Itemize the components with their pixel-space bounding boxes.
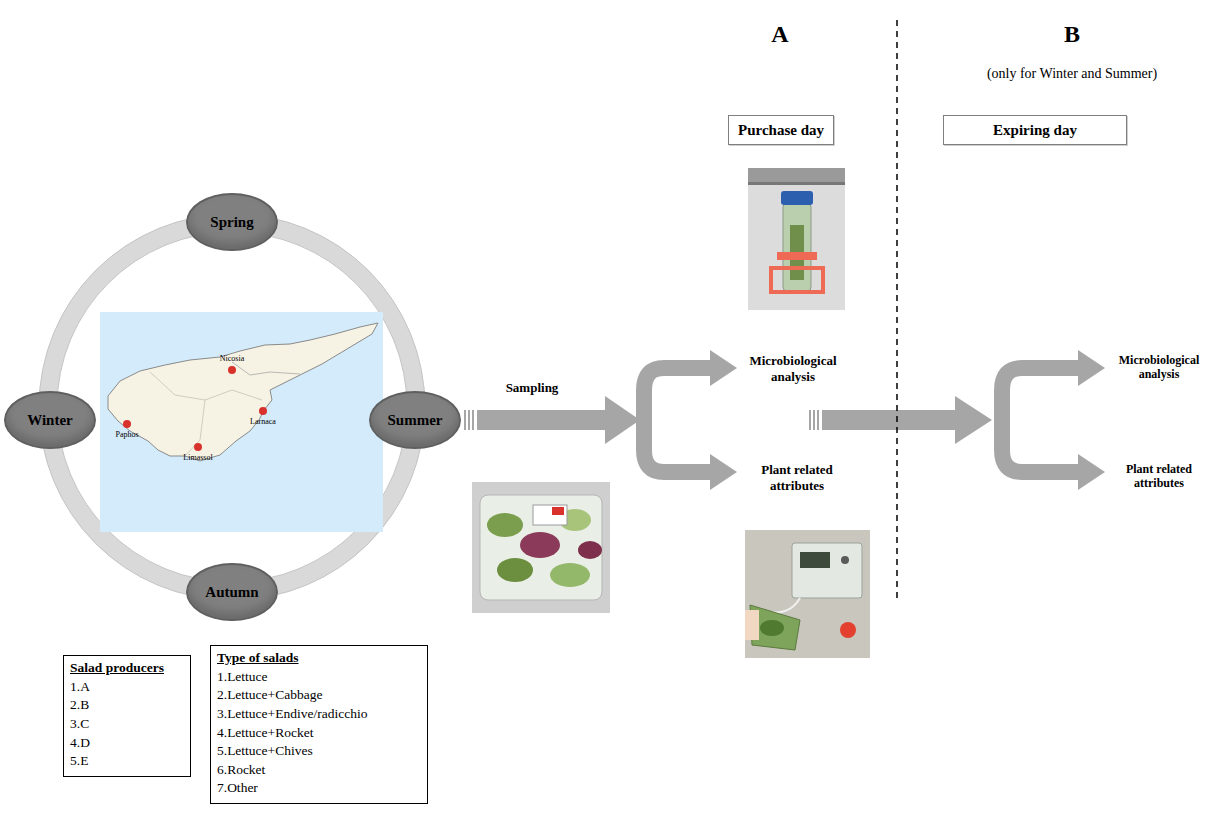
map-sea (100, 312, 383, 532)
arrow-tail (817, 410, 819, 430)
list-item: 5.E (70, 752, 88, 771)
list-item: 2.B (70, 696, 89, 715)
list-item: 2.Lettuce+Cabbage (217, 686, 322, 705)
note: (only for Winter and Summer) (987, 66, 1157, 83)
season-ellipse: Summer (369, 391, 461, 449)
device-photo (745, 530, 870, 658)
list-item: 3.Lettuce+Endive/radicchio (217, 705, 367, 724)
arrow-shaft (822, 410, 957, 430)
city-label: Paphos (115, 430, 138, 440)
list-item: 3.C (70, 715, 89, 734)
ring-edge (57, 232, 407, 582)
arrow-head (1078, 454, 1105, 490)
stage-box: Purchase day (728, 115, 834, 145)
node-label: Salad producers (70, 659, 164, 678)
node-label: Spring (210, 214, 253, 231)
arrow-tail (464, 410, 466, 430)
salad-bag-photo (472, 482, 610, 613)
node-label: Expiring day (993, 122, 1077, 139)
panel-letter: B (1064, 20, 1080, 49)
list-item: 1.A (70, 678, 90, 697)
node-label: Summer (388, 412, 443, 429)
list-item: 4.D (70, 734, 90, 753)
panel-letter: A (771, 20, 788, 49)
cyprus-map (108, 323, 378, 461)
legend-box: Salad producers1.A2.B3.C4.D5.E (63, 655, 191, 777)
map-district-line (185, 400, 205, 456)
city-dot (194, 443, 202, 451)
stage-box: Expiring day (943, 115, 1127, 145)
list-item: 7.Other (217, 779, 258, 798)
outcome-label: Microbiological analysis (1113, 353, 1205, 382)
map-line (232, 362, 300, 375)
list-item: 1.Lettuce (217, 668, 268, 687)
arrow-tail (472, 410, 474, 430)
split-bracket (644, 368, 712, 472)
legend-box: Type of salads1.Lettuce2.Lettuce+Cabbage… (210, 645, 428, 804)
node-label: Autumn (205, 584, 258, 601)
arrow-tail (809, 410, 811, 430)
ring-edge (39, 214, 425, 600)
node-label: Type of salads (217, 649, 299, 668)
city-dot (259, 407, 267, 415)
city-label: Limassol (183, 453, 212, 463)
city-label: Nicosia (220, 354, 244, 364)
arrow-head (955, 396, 992, 444)
arrow-tail (468, 410, 470, 430)
arrow-head (710, 350, 737, 386)
list-item: 5.Lettuce+Chives (217, 742, 313, 761)
arrow-label: Sampling (506, 380, 559, 396)
split-bracket (1002, 368, 1080, 472)
arrow-head (605, 396, 640, 444)
list-item: 4.Lettuce+Rocket (217, 724, 313, 743)
season-ellipse: Autumn (186, 563, 278, 621)
arrow-shaft (477, 410, 607, 430)
arrow-head (1078, 350, 1105, 386)
city-label: Larnaca (250, 417, 276, 427)
city-dot (123, 420, 131, 428)
arrow-head (710, 454, 737, 490)
season-ellipse: Winter (4, 391, 96, 449)
arrow-tail (813, 410, 815, 430)
map-district-line (150, 372, 262, 400)
outcome-label: Plant related attributes (747, 462, 847, 493)
city-dot (228, 366, 236, 374)
season-ellipse: Spring (186, 193, 278, 251)
outcome-label: Plant related attributes (1113, 462, 1205, 491)
node-label: Purchase day (738, 122, 824, 139)
list-item: 6.Rocket (217, 761, 265, 780)
divider-line (896, 20, 898, 600)
tube-photo (748, 168, 845, 310)
node-label: Winter (27, 412, 73, 429)
outcome-label: Microbiological analysis (743, 353, 843, 384)
season-ring (48, 223, 416, 591)
